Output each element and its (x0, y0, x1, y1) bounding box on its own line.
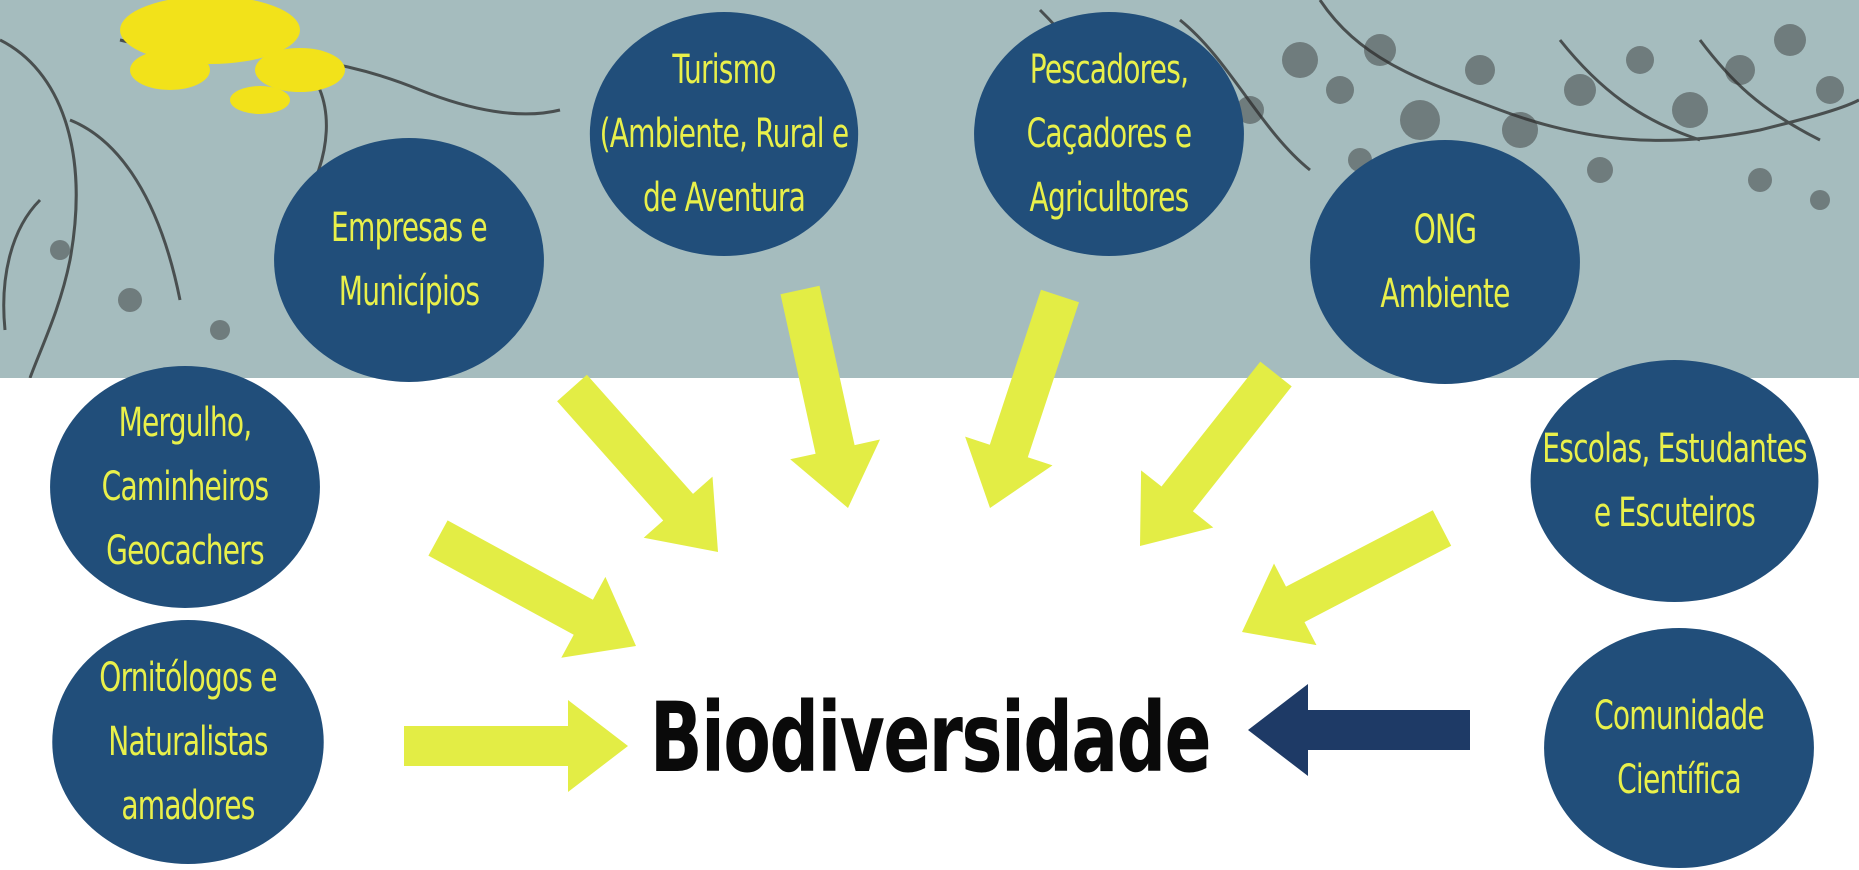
arrow-from-turismo (780, 285, 880, 508)
arrows-group (404, 285, 1470, 792)
arrow-from-pescadores (965, 289, 1079, 508)
center-label-biodiversidade: Biodiversidade (649, 682, 1212, 794)
arrow-from-ornitologos (404, 700, 628, 792)
node-escolas: Escolas, Estudantes e Escuteiros (1530, 360, 1819, 602)
arrow-from-mergulho (428, 520, 636, 658)
yellow-foliage (120, 0, 345, 114)
arrow-from-comunidade (1248, 684, 1470, 776)
node-mergulho: Mergulho, Caminheiros Geocachers (50, 366, 320, 608)
arrow-from-empresas (557, 374, 718, 552)
node-ornitologos: Ornitólogos e Naturalistas amadores (52, 620, 324, 864)
arrow-from-ong (1140, 361, 1292, 546)
node-empresas: Empresas e Municípios (274, 138, 544, 382)
node-ong: ONG Ambiente (1310, 140, 1580, 384)
node-pescadores: Pescadores, Caçadores e Agricultores (974, 12, 1244, 256)
node-comunidade: Comunidade Científica (1544, 628, 1814, 868)
node-turismo: Turismo (Ambiente, Rural e de Aventura (589, 12, 859, 256)
arrow-from-escolas (1242, 510, 1452, 646)
